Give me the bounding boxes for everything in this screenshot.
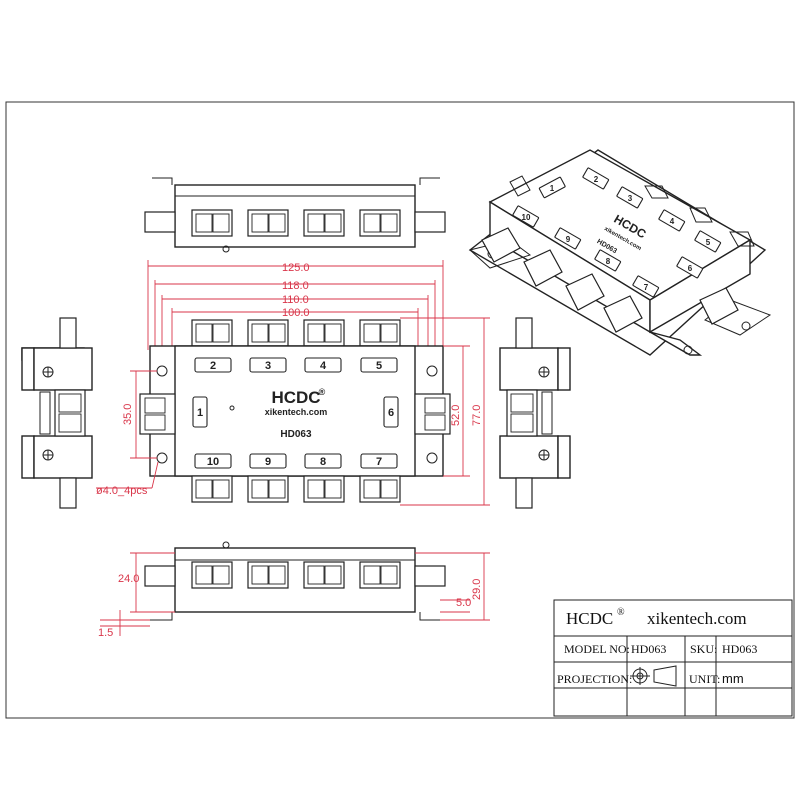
title-block: HCDC ® xikentech.com MODEL NO: HD063 SKU… [553,599,793,717]
title-brand: HCDC [566,609,613,628]
dim-length-110: 110.0 [282,294,309,306]
model-no-label: MODEL NO: [564,642,630,656]
iso-label: 6 [688,264,693,273]
unit-label: UNIT: [689,672,720,686]
dim-overall-height: 29.0 [471,579,483,600]
port-label: 7 [376,456,382,468]
dim-side-height: 24.0 [118,573,139,585]
plan-view: 125.0 118.0 110.0 100.0 [96,260,490,506]
brand-website: xikentech.com [265,407,328,417]
iso-label: 3 [628,194,633,203]
iso-label: 4 [670,217,675,226]
iso-label: 2 [594,175,599,184]
title-registered: ® [617,607,625,618]
dim-overall-length: 125.0 [282,262,310,274]
port-label: 4 [320,360,327,372]
dim-hole-note: ø4.0_4pcs [96,485,148,497]
iso-label: 8 [606,257,611,266]
port-label: 5 [376,360,382,372]
sku-label: SKU: [690,642,717,656]
dim-length-100: 100.0 [282,307,310,319]
iso-label: 10 [522,213,531,222]
dim-flange-offset: 5.0 [456,597,471,609]
iso-label: 9 [566,235,571,244]
brand-label: HCDC [271,388,320,407]
projection-label: PROJECTION: [557,672,632,686]
title-website: xikentech.com [647,609,747,628]
isometric-view: 1 2 3 4 5 6 7 8 9 10 HCDC xikentech.com … [468,149,772,356]
dim-flange-thickness: 1.5 [98,627,113,639]
registered-mark: ® [319,387,326,397]
port-label: 2 [210,360,216,372]
iso-label: 5 [706,238,711,247]
dim-hole-spacing: 35.0 [122,404,134,425]
dim-overall-width: 77.0 [471,405,483,426]
bottom-elevation-view: 24.0 29.0 5.0 1.5 [98,541,490,639]
projection-symbol-icon [630,665,677,687]
port-label: 9 [265,456,271,468]
dim-body-width: 52.0 [450,405,462,426]
port-label-right: 6 [388,407,394,419]
port-label-left: 1 [197,407,203,419]
port-label: 10 [207,456,219,468]
model-label: HD063 [280,429,312,440]
right-end-view [499,317,571,509]
iso-label: 1 [550,184,555,193]
iso-label: 7 [644,283,649,292]
left-end-view [21,317,93,509]
sku-value: HD063 [722,642,757,656]
port-label: 8 [320,456,326,468]
dim-length-118: 118.0 [282,280,309,292]
port-label: 3 [265,360,271,372]
drawing-frame [5,101,795,719]
unit-value: mm [722,671,744,686]
top-elevation-view [144,177,446,253]
model-no-value: HD063 [631,642,666,656]
